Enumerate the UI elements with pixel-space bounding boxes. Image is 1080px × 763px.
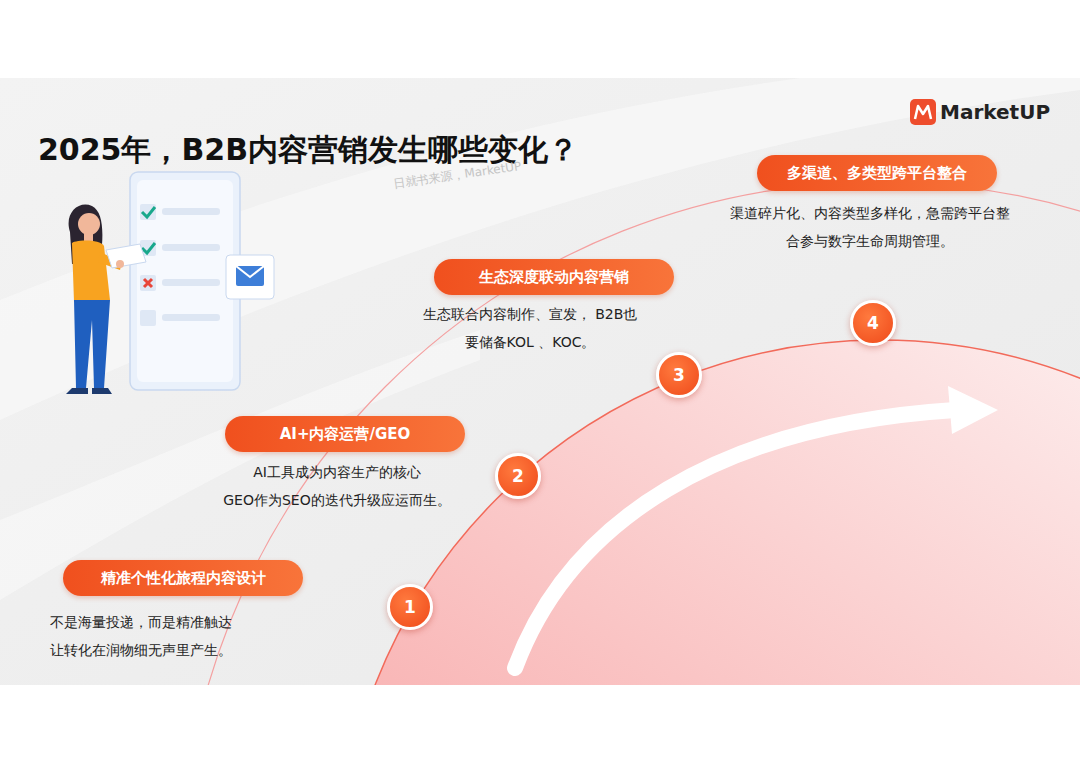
heading-pill: 精准个性化旅程内容设计 [63,560,303,596]
callout-number: 1 [387,584,433,630]
heading-pill: 多渠道、多类型跨平台整合 [757,155,997,191]
step-number: 2 [495,453,541,499]
step-heading: 精准个性化旅程内容设计不是海量投递，而是精准触达 让转化在润物细无声里产生。 [63,560,303,596]
growth-dome [338,340,1080,685]
step-description: 不是海量投递，而是精准触达 让转化在润物细无声里产生。 [50,608,250,664]
step-number: 4 [850,300,896,346]
step-heading: 多渠道、多类型跨平台整合渠道碎片化、内容类型多样化，急需跨平台整 合参与数字生命… [757,155,997,191]
brand-logo: MarketUP [940,100,1050,124]
slide-ground [0,78,1080,685]
step-description: AI工具成为内容生产的核心 GEO作为SEO的迭代升级应运而生。 [211,458,463,514]
checklist-illustration [130,172,274,390]
step-heading: 生态深度联动内容营销生态联合内容制作、宣发， B2B也 要储备KOL 、KOC。 [434,259,674,295]
step-heading: AI+内容运营/GEOAI工具成为内容生产的核心 GEO作为SEO的迭代升级应运… [225,416,465,452]
arrow-head [948,386,998,434]
woman-figure [66,205,146,394]
growth-arrow [515,410,955,668]
step-description: 渠道碎片化、内容类型多样化，急需跨平台整 合参与数字生命周期管理。 [724,199,1016,255]
step-number: 3 [656,352,702,398]
callout-number: 2 [495,453,541,499]
callout-number: 4 [850,300,896,346]
step-number: 1 [387,584,433,630]
logo-icon [910,99,936,125]
heading-pill: 生态深度联动内容营销 [434,259,674,295]
callout-number: 3 [656,352,702,398]
heading-pill: AI+内容运营/GEO [225,416,465,452]
step-description: 生态联合内容制作、宣发， B2B也 要储备KOL 、KOC。 [414,300,646,356]
outer-arc [180,182,1080,685]
